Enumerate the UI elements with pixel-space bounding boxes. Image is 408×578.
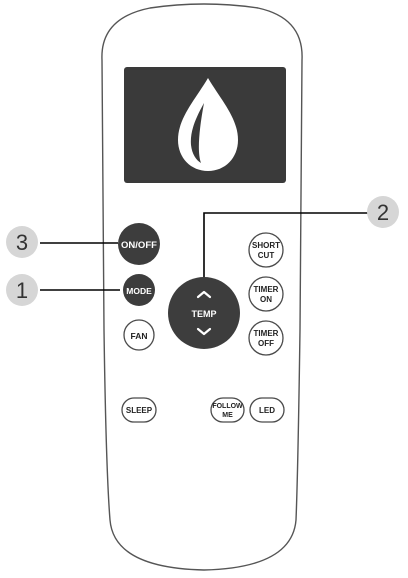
callout-badge-3: 3	[6, 226, 38, 258]
follow-me-label-line1: FOLLOW	[212, 403, 243, 410]
mode-button[interactable]: MODE	[123, 274, 155, 306]
fan-button[interactable]: FAN	[123, 319, 155, 351]
temp-rocker-button[interactable]: TEMP	[168, 277, 240, 349]
callout-line-2	[203, 212, 368, 280]
display-screen	[124, 67, 286, 183]
timer-off-label-line2: OFF	[258, 339, 274, 348]
callout-badge-1: 1	[6, 274, 38, 306]
timer-on-button[interactable]: TIMER ON	[248, 276, 284, 312]
temp-label: TEMP	[191, 309, 216, 319]
timer-on-label-line1: TIMER	[254, 285, 279, 294]
led-button[interactable]: LED	[249, 397, 285, 423]
follow-me-button[interactable]: FOLLOW ME	[210, 397, 245, 423]
led-label: LED	[259, 406, 275, 415]
temp-up-icon[interactable]	[196, 290, 212, 299]
short-cut-label-line1: SHORT	[252, 241, 280, 250]
callout-number-3: 3	[16, 230, 28, 255]
follow-me-label-line2: ME	[222, 412, 233, 419]
temp-down-icon[interactable]	[196, 327, 212, 336]
sleep-label: SLEEP	[126, 406, 153, 415]
on-off-label: ON/OFF	[121, 240, 157, 251]
water-drop-icon	[178, 78, 238, 171]
short-cut-label-line2: CUT	[258, 251, 275, 260]
short-cut-button[interactable]: SHORT CUT	[248, 232, 284, 268]
timer-off-button[interactable]: TIMER OFF	[248, 320, 284, 356]
callout-number-1: 1	[16, 278, 28, 303]
on-off-button[interactable]: ON/OFF	[118, 223, 160, 265]
timer-on-label-line2: ON	[260, 295, 272, 304]
sleep-button[interactable]: SLEEP	[121, 397, 157, 423]
mode-label: MODE	[126, 286, 152, 296]
callout-number-2: 2	[377, 200, 389, 225]
fan-label: FAN	[131, 331, 148, 341]
timer-off-label-line1: TIMER	[254, 329, 279, 338]
callout-badge-2: 2	[367, 196, 399, 228]
